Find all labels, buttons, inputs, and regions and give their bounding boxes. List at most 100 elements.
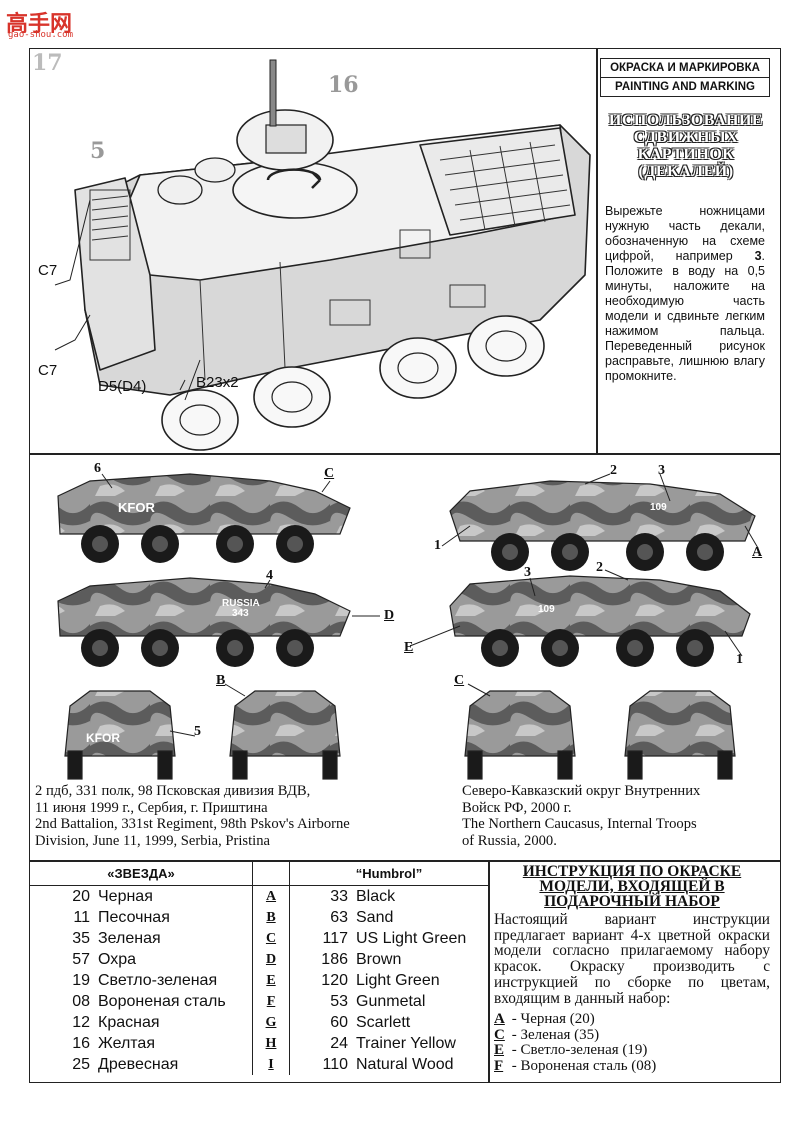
zvezda-name: Светло-зеленая (98, 971, 218, 989)
zvezda-name: Зеленая (98, 929, 161, 947)
humbrol-number: 60 (330, 1013, 348, 1031)
gift-title-line: МОДЕЛИ, ВХОДЯЩЕЙ В (539, 878, 725, 895)
zvezda-number: 16 (72, 1034, 90, 1052)
gift-color-item: F - Вороненая сталь (08) (494, 1057, 770, 1075)
paint-letter: E (252, 970, 290, 991)
caption-left: 2 пдб, 331 полк, 98 Псковская дивизия ВД… (35, 783, 455, 849)
zvezda-cell: 57 Охра (30, 949, 253, 970)
site-watermark-logo: 高手网 (6, 6, 76, 36)
watermark-url: gao-shou.com (8, 30, 74, 40)
header-letter (252, 861, 290, 886)
gift-set-colors: A - Черная (20)C - Зеленая (35)E - Светл… (494, 1011, 770, 1075)
zvezda-number: 57 (72, 950, 90, 968)
callout-2-mid: 2 (596, 560, 603, 575)
zvezda-cell: 19 Светло-зеленая (30, 970, 253, 991)
gift-color-item: E - Светло-зеленая (19) (494, 1042, 770, 1059)
gift-title-line: ИНСТРУКЦИЯ ПО ОКРАСКЕ (522, 863, 742, 880)
zvezda-cell: 11 Песочная (30, 907, 253, 928)
paint-letter: F (252, 991, 290, 1012)
zvezda-name: Древесная (98, 1055, 179, 1073)
callout-6: 6 (94, 461, 101, 476)
callout-c: C (324, 466, 335, 481)
zvezda-name: Песочная (98, 908, 170, 926)
gift-color-letter: A (494, 1011, 505, 1027)
decal-title-line: (ДЕКАЛЕЙ) (638, 163, 734, 180)
humbrol-cell: 120 Light Green (290, 970, 489, 991)
paint-letter: C (252, 928, 290, 949)
divider-horizontal-lower (29, 860, 781, 862)
humbrol-number: 186 (321, 950, 348, 968)
assembly-diagram (54, 59, 591, 451)
paint-row: 11 Песочная B 63 Sand (30, 907, 488, 928)
divider-vertical-top (596, 48, 598, 454)
vehicle-left-top (57, 473, 351, 563)
humbrol-number: 117 (322, 929, 348, 947)
marking-109-mid: 109 (538, 604, 555, 615)
paint-letter: A (252, 885, 290, 907)
marking-kfor-front: KFOR (86, 731, 120, 745)
gift-title-line: ПОДАРОЧНЫЙ НАБОР (544, 893, 720, 910)
humbrol-cell: 53 Gunmetal (290, 991, 489, 1012)
paint-letter: G (252, 1012, 290, 1033)
zvezda-number: 19 (72, 971, 90, 989)
humbrol-name: Gunmetal (356, 992, 426, 1010)
vehicle-right-mid (449, 575, 751, 667)
decal-text-part: . Положите в воду на 0,5 минуты, наложит… (605, 249, 765, 383)
divider-vertical-bottom (488, 860, 490, 1083)
zvezda-name: Охра (98, 950, 137, 968)
decal-number: 3 (754, 249, 762, 263)
humbrol-number: 63 (330, 908, 348, 926)
callout-e: E (404, 640, 414, 655)
humbrol-cell: 117 US Light Green (290, 928, 489, 949)
header-en: PAINTING AND MARKING (601, 77, 769, 96)
paint-letter: B (252, 907, 290, 928)
gift-color-text: - Вороненая сталь (08) (511, 1057, 657, 1074)
marking-343: 343 (232, 608, 249, 619)
caption-line: Северо-Кавказский округ Внутренних (462, 783, 701, 799)
vehicle-right-top (449, 480, 756, 571)
gift-color-text: - Зеленая (35) (511, 1026, 600, 1043)
diagram-label-c7-top: C7 (38, 262, 58, 279)
gift-color-letter: E (494, 1042, 505, 1058)
paint-letter: H (252, 1033, 290, 1054)
header-humbrol: “Humbrol” (289, 861, 488, 886)
decal-title-line: КАРТИНОК (637, 146, 735, 163)
gift-color-letter: C (494, 1026, 505, 1043)
gift-set-title: ИНСТРУКЦИЯ ПО ОКРАСКЕ МОДЕЛИ, ВХОДЯЩЕЙ В… (494, 863, 770, 910)
callout-d: D (384, 608, 395, 623)
humbrol-number: 53 (330, 992, 348, 1010)
zvezda-number: 12 (72, 1013, 90, 1031)
callout-3: 3 (658, 463, 665, 478)
humbrol-name: Trainer Yellow (356, 1034, 456, 1052)
header-zvezda: «ЗВЕЗДА» (30, 861, 253, 886)
humbrol-name: Scarlett (356, 1013, 411, 1031)
humbrol-name: Light Green (356, 971, 440, 989)
decal-title-line: СДВИЖНЫХ (633, 129, 739, 146)
decal-title: ИСПОЛЬЗОВАНИЕ СДВИЖНЫХ КАРТИНОК (ДЕКАЛЕЙ… (600, 112, 772, 180)
diagram-label-16: 16 (328, 72, 359, 98)
marking-russia: RUSSIA (222, 598, 260, 609)
zvezda-number: 08 (72, 992, 90, 1010)
diagram-label-d5: D5(D4) (98, 378, 147, 395)
humbrol-name: Sand (356, 908, 394, 926)
gift-color-text: - Черная (20) (511, 1011, 595, 1027)
callout-a: A (752, 545, 763, 560)
humbrol-number: 120 (321, 971, 348, 989)
caption-line: of Russia, 2000. (462, 832, 557, 849)
callout-3-mid: 3 (524, 565, 531, 580)
humbrol-name: US Light Green (356, 929, 467, 947)
gift-set-body: Настоящий вариант инструкции предлагает … (494, 911, 770, 1007)
gift-color-item: A - Черная (20) (494, 1011, 770, 1028)
zvezda-number: 11 (73, 908, 90, 926)
